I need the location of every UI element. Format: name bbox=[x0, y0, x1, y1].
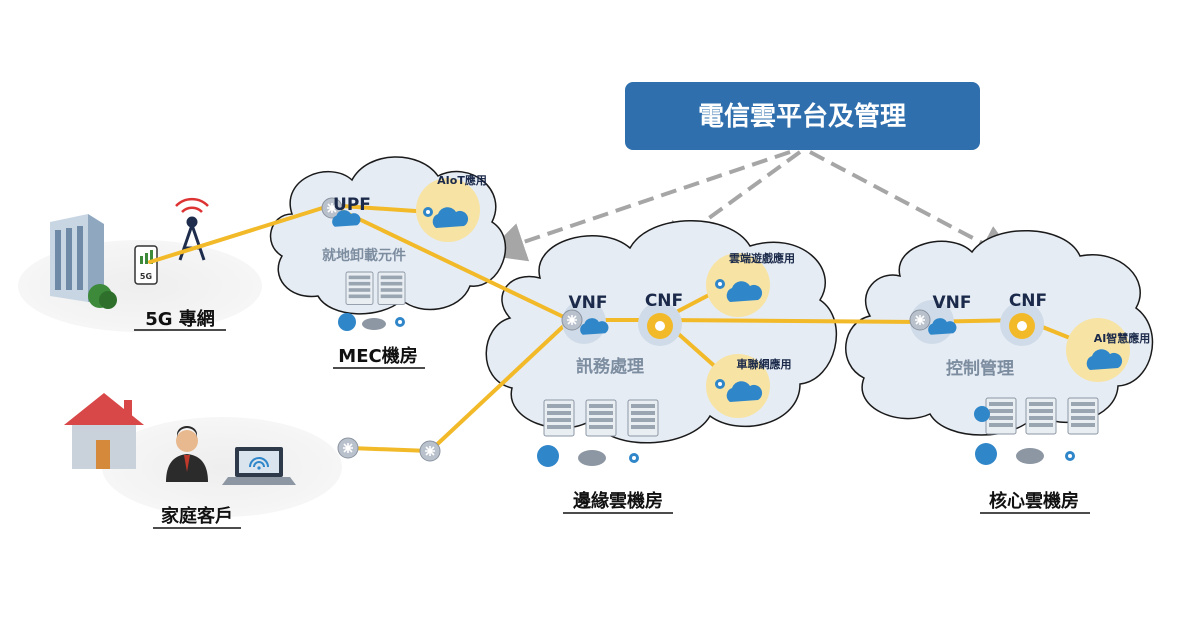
mec-servers bbox=[338, 271, 406, 331]
core-cnf-label: CNF bbox=[1009, 291, 1047, 311]
edge-vnf-router-icon bbox=[561, 309, 583, 331]
phone-icon: 5G bbox=[134, 245, 158, 285]
link-router-edge bbox=[428, 318, 572, 453]
core-server-1 bbox=[985, 397, 1017, 435]
core-label: 核心雲機房 bbox=[989, 490, 1079, 512]
core-server-2 bbox=[1025, 397, 1057, 435]
edge-label: 邊緣雲機房 bbox=[573, 490, 663, 512]
mec-gear-icon bbox=[395, 317, 405, 327]
home-label: 家庭客戶 bbox=[161, 505, 233, 527]
ai-app-label: AI智慧應用 bbox=[1094, 331, 1151, 345]
title-box: 電信雲平台及管理 bbox=[625, 82, 980, 150]
access-router-1-icon bbox=[337, 437, 359, 459]
arrow-to-mec bbox=[484, 150, 791, 262]
mec-server-2 bbox=[377, 271, 406, 305]
building-icon bbox=[50, 214, 117, 309]
core-contents: VNF CNF 控制管理 AI智慧應用 核心雲機房 bbox=[909, 291, 1151, 514]
core-hexagon-icon bbox=[975, 443, 997, 465]
mec-label: MEC機房 bbox=[338, 345, 417, 367]
core-storage-icon bbox=[1016, 448, 1044, 464]
core-cloud bbox=[845, 229, 1154, 436]
link-home-router bbox=[348, 446, 432, 453]
edge-server-3 bbox=[627, 399, 659, 437]
home-site: 家庭客戶 bbox=[64, 393, 342, 529]
game-app-label: 雲端遊戲應用 bbox=[729, 251, 795, 265]
phone-5g-badge: 5G bbox=[140, 272, 152, 281]
link-enterprise-upf bbox=[148, 203, 334, 264]
edge-zone-label: 訊務處理 bbox=[576, 356, 644, 377]
game-gear-icon bbox=[715, 279, 725, 289]
link-upf-aiot bbox=[340, 204, 432, 214]
edge-servers bbox=[537, 399, 659, 467]
mec-hexagon-icon bbox=[338, 313, 356, 331]
core-server-3 bbox=[1067, 397, 1099, 435]
mec-server-1 bbox=[345, 271, 374, 305]
mec-storage-icon bbox=[362, 318, 386, 330]
home-backdrop bbox=[102, 417, 342, 517]
access-router-2-icon bbox=[419, 440, 441, 462]
core-zone-label: 控制管理 bbox=[946, 358, 1014, 379]
core-servers bbox=[974, 397, 1099, 465]
core-vnf-router-icon bbox=[909, 309, 931, 331]
link-upf-edge bbox=[338, 208, 572, 322]
arrow-to-edge bbox=[652, 150, 802, 260]
aiot-app-label: AIoT應用 bbox=[437, 173, 487, 187]
enterprise-site: 5G 5G 專網 bbox=[18, 197, 262, 332]
edge-hexagon-icon bbox=[537, 445, 559, 467]
enterprise-label: 5G 專網 bbox=[145, 308, 215, 330]
management-arrows bbox=[484, 150, 1020, 263]
link-edge-core bbox=[663, 318, 922, 324]
car-app-label: 車聯網應用 bbox=[737, 357, 792, 371]
antenna-icon bbox=[175, 197, 209, 261]
edge-storage-icon bbox=[578, 450, 606, 466]
edge-gear-icon bbox=[629, 453, 639, 463]
laptop-icon bbox=[222, 447, 296, 485]
car-gear-icon bbox=[715, 379, 725, 389]
edge-cnf-label: CNF bbox=[645, 291, 683, 311]
house-icon bbox=[64, 393, 144, 469]
edge-contents: VNF CNF 訊務處理 雲端遊戲應用 車聯網應用 邊緣雲機房 bbox=[537, 251, 795, 514]
upf-label: UPF bbox=[333, 195, 371, 215]
arrow-to-core bbox=[809, 150, 1020, 263]
mec-sub-label: 就地卸載元件 bbox=[322, 247, 406, 264]
mec-contents: UPF 就地卸載元件 AIoT應用 MEC機房 bbox=[321, 173, 487, 369]
edge-server-1 bbox=[543, 399, 575, 437]
edge-server-2 bbox=[585, 399, 617, 437]
core-globe-icon bbox=[974, 406, 990, 422]
person-icon bbox=[166, 426, 208, 482]
aiot-gear-icon bbox=[423, 207, 433, 217]
core-gear-icon bbox=[1065, 451, 1075, 461]
core-vnf-label: VNF bbox=[933, 293, 972, 313]
diagram-title: 電信雲平台及管理 bbox=[698, 101, 906, 132]
edge-vnf-label: VNF bbox=[569, 293, 608, 313]
